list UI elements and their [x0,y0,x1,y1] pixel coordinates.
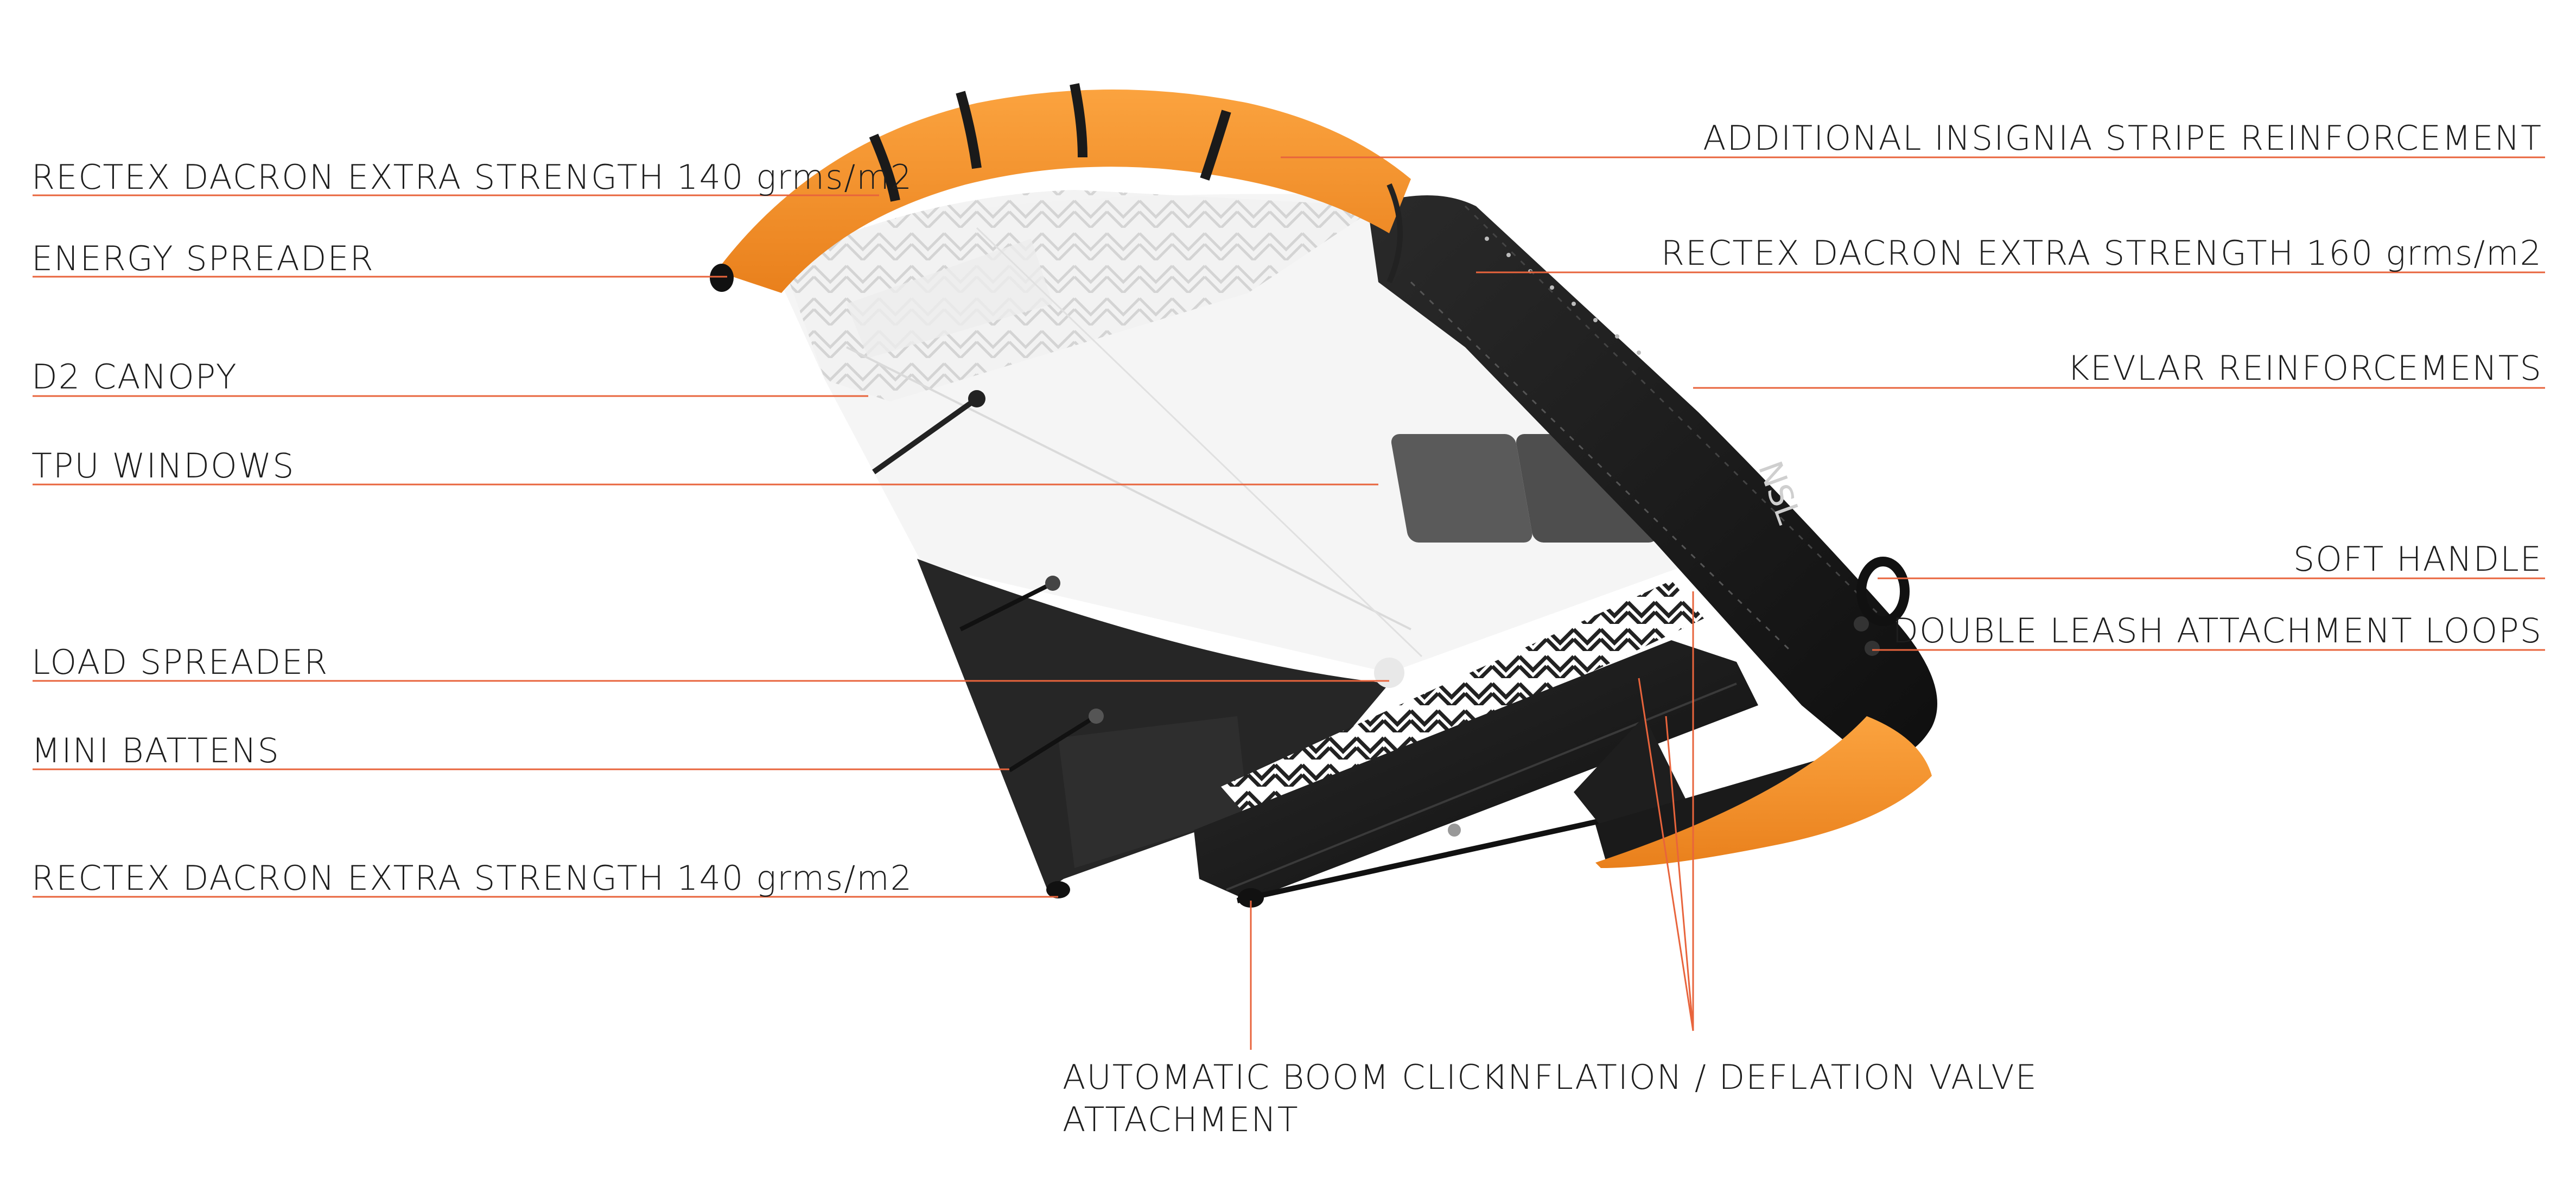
label-energy-spreader: ENERGY SPREADER [31,239,374,278]
label-boom-click-1: AUTOMATIC BOOM CLICK [1063,1057,1505,1097]
boom [1194,640,1758,901]
stripe [1200,110,1231,181]
stripe [869,133,900,202]
label-tpu-windows: TPU WINDOWS [31,446,295,486]
stitching [1485,237,1641,355]
batten [1008,714,1098,773]
soft-handle [1856,557,1910,626]
batten [872,396,978,475]
label-rectex-140-bottom: RECTEX DACRON EXTRA STRENGTH 140 grms/m2 [31,858,913,898]
label-d2-canopy: D2 CANOPY [31,357,238,397]
lower-pattern [1221,581,1704,830]
label-mini-battens: MINI BATTENS [31,731,280,770]
label-rectex-160: RECTEX DACRON EXTRA STRENGTH 160 grms/m2 [1661,233,2542,273]
stripe [956,91,982,169]
label-insignia-stripe: ADDITIONAL INSIGNIA STRIPE REINFORCEMENT [1703,118,2542,158]
orange-tip-bottom [1595,716,1932,868]
canopy-black [917,559,1389,890]
tpu-window-1 [1391,434,1532,543]
label-rectex-140-top: RECTEX DACRON EXTRA STRENGTH 140 grms/m2 [31,157,913,197]
canopy-pattern [781,190,1378,401]
leader-lines [33,156,2545,1050]
leading-edge-black [1367,195,1937,761]
label-boom-click-2: ATTACHMENT [1063,1100,1299,1139]
batten [959,581,1054,632]
stripe [1070,83,1087,158]
label-load-spreader: LOAD SPREADER [31,642,329,682]
label-leash-loops: DOUBLE LEASH ATTACHMENT LOOPS [1892,611,2542,650]
label-kevlar: KEVLAR REINFORCEMENTS [2067,348,2542,388]
leading-edge-orange [716,90,1411,293]
label-inflation-valve: INFLATION / DEFLATION VALVE [1497,1057,2038,1097]
energy-spreader [710,264,734,292]
label-soft-handle: SOFT HANDLE [2293,539,2542,579]
